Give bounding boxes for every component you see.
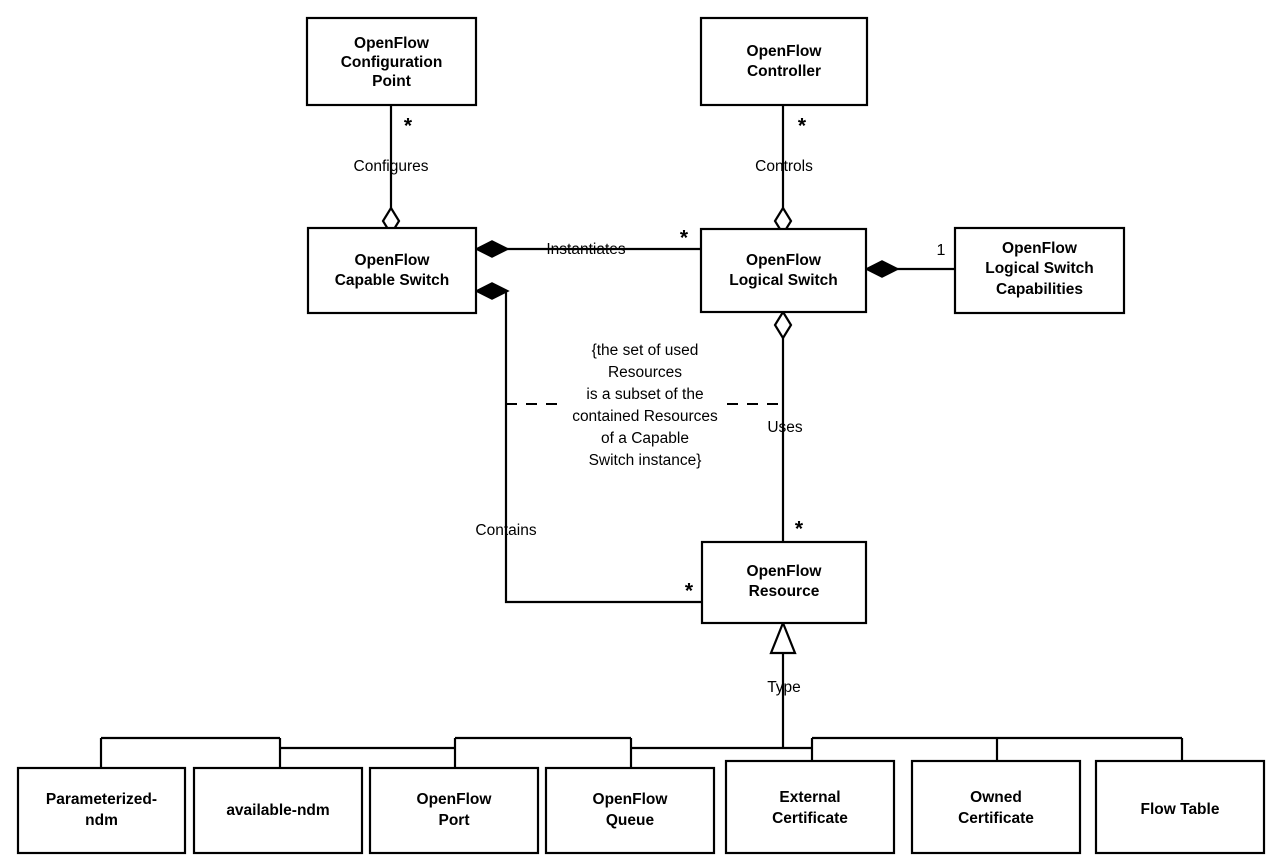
external-certificate-label-line2: Certificate [772, 810, 848, 827]
owned-certificate-rect[interactable] [910, 759, 1082, 855]
config-point-label-line2: Configuration [341, 54, 443, 71]
capabilities-label-line1: OpenFlow [1002, 240, 1078, 257]
constraint-note-line4: contained Resources [572, 408, 718, 425]
multiplicity-capabilities: 1 [937, 242, 946, 259]
capable-switch-label-line1: OpenFlow [355, 252, 431, 269]
flow-table-rect[interactable] [1094, 759, 1266, 855]
multiplicity-instantiates: * [680, 227, 689, 250]
parameterized-ndm-label-line2: ndm [85, 812, 118, 829]
generalization-type [769, 620, 797, 748]
uses-hollow-diamond-icon [773, 309, 793, 341]
association-uses [773, 309, 793, 542]
label-controls: Controls [755, 158, 813, 175]
instantiates-filled-diamond-icon [474, 240, 510, 258]
openflow-queue-rect[interactable] [544, 766, 716, 855]
label-contains: Contains [475, 522, 536, 539]
config-point-label-line3: Point [372, 73, 411, 90]
owned-certificate-label-line1: Owned [970, 789, 1022, 806]
label-type: Type [767, 679, 801, 696]
multiplicity-uses: * [795, 518, 804, 541]
constraint-note-line5: of a Capable [601, 430, 689, 447]
openflow-queue-label-line2: Queue [606, 812, 655, 829]
openflow-queue-label-line1: OpenFlow [593, 791, 669, 808]
resource-label-line2: Resource [749, 583, 820, 600]
openflow-port-rect[interactable] [368, 766, 540, 855]
label-configures: Configures [354, 158, 429, 175]
capabilities-label-line2: Logical Switch [985, 260, 1094, 277]
flow-table-label-line1: Flow Table [1141, 801, 1220, 818]
available-ndm-label-line1: available-ndm [226, 802, 329, 819]
generalization-hollow-triangle-icon [769, 620, 797, 655]
class-box-available-ndm[interactable]: available-ndm [192, 766, 364, 855]
class-box-flow-table[interactable]: Flow Table [1094, 759, 1266, 855]
label-instantiates: Instantiates [546, 241, 626, 258]
capabilities-label-line3: Capabilities [996, 281, 1083, 298]
capabilities-filled-diamond-icon [864, 260, 900, 278]
capable-switch-rect[interactable] [306, 226, 478, 315]
constraint-note-line6: Switch instance} [589, 452, 702, 469]
class-box-parameterized-ndm[interactable]: Parameterized- ndm [16, 766, 187, 855]
capabilities-rect[interactable] [953, 226, 1126, 315]
logical-switch-rect[interactable] [699, 227, 868, 314]
class-box-openflow-logical-switch[interactable]: OpenFlow Logical Switch [699, 227, 868, 314]
multiplicity-controls: * [798, 115, 807, 138]
label-uses: Uses [767, 419, 803, 436]
class-box-openflow-queue[interactable]: OpenFlow Queue [544, 766, 716, 855]
config-point-rect[interactable] [305, 16, 478, 107]
openflow-port-label-line2: Port [439, 812, 470, 829]
constraint-note-line1: {the set of used [592, 342, 699, 359]
constraint-note-line3: is a subset of the [586, 386, 703, 403]
class-box-openflow-resource[interactable]: OpenFlow Resource [700, 540, 868, 625]
association-controls [773, 105, 793, 237]
external-certificate-rect[interactable] [724, 759, 896, 855]
external-certificate-label-line1: External [779, 789, 840, 806]
class-box-openflow-logical-switch-capabilities[interactable]: OpenFlow Logical Switch Capabilities [953, 226, 1126, 315]
class-box-openflow-capable-switch[interactable]: OpenFlow Capable Switch [306, 226, 478, 315]
constraint-note: {the set of used Resources is a subset o… [572, 342, 718, 469]
class-box-owned-certificate[interactable]: Owned Certificate [910, 759, 1082, 855]
controller-label-line1: OpenFlow [747, 43, 823, 60]
multiplicity-contains: * [685, 580, 694, 603]
controller-label-line2: Controller [747, 63, 821, 80]
available-ndm-rect[interactable] [192, 766, 364, 855]
resource-label-line1: OpenFlow [747, 563, 823, 580]
parameterized-ndm-label-line1: Parameterized- [46, 791, 157, 808]
class-box-openflow-configuration-point[interactable]: OpenFlow Configuration Point [305, 16, 478, 107]
association-contains [474, 282, 701, 604]
contains-filled-diamond-icon [474, 282, 510, 300]
config-point-label-line1: OpenFlow [354, 35, 430, 52]
generalization-tree [99, 736, 1184, 768]
capable-switch-label-line2: Capable Switch [335, 272, 450, 289]
owned-certificate-label-line2: Certificate [958, 810, 1034, 827]
logical-switch-label-line2: Logical Switch [729, 272, 838, 289]
parameterized-ndm-rect[interactable] [16, 766, 187, 855]
multiplicity-configures: * [404, 115, 413, 138]
logical-switch-label-line1: OpenFlow [746, 252, 822, 269]
association-capabilities [864, 260, 955, 278]
openflow-port-label-line1: OpenFlow [417, 791, 493, 808]
resource-rect[interactable] [700, 540, 868, 625]
constraint-note-line2: Resources [608, 364, 682, 381]
controller-rect[interactable] [699, 16, 869, 107]
association-instantiates [474, 240, 701, 258]
class-box-openflow-port[interactable]: OpenFlow Port [368, 766, 540, 855]
contains-line [504, 291, 701, 604]
class-box-openflow-controller[interactable]: OpenFlow Controller [699, 16, 869, 107]
class-box-external-certificate[interactable]: External Certificate [724, 759, 896, 855]
